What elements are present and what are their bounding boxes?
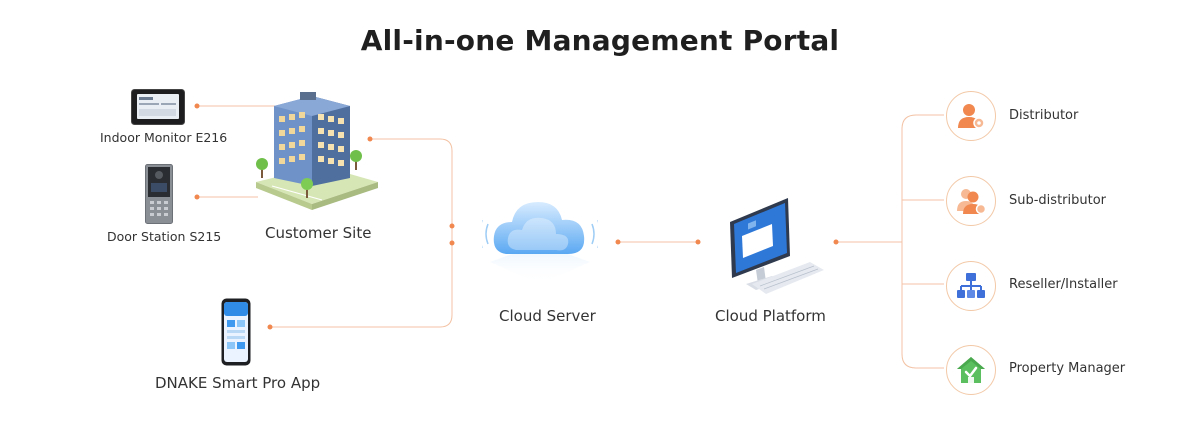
role-reseller-installer — [946, 261, 996, 311]
door-station-icon — [145, 164, 173, 224]
connector-dot — [267, 324, 273, 330]
cloud-icon — [479, 202, 601, 284]
indoor-monitor-icon — [131, 89, 185, 125]
indoor-monitor-device — [131, 89, 185, 125]
connector-dot — [615, 239, 621, 245]
cloud-platform-label: Cloud Platform — [715, 307, 826, 325]
role-distributor — [946, 91, 996, 141]
connector-dot — [194, 103, 200, 109]
connector-roles-bracket — [901, 114, 944, 369]
smart-app-label: DNAKE Smart Pro App — [155, 374, 321, 392]
page-title: All-in-one Management Portal — [360, 24, 840, 57]
door-station-label: Door Station S215 — [107, 229, 222, 244]
role-sub-distributor — [946, 176, 996, 226]
cloud-platform-computer — [712, 196, 824, 296]
phone-icon — [221, 298, 251, 366]
customer-site-building — [252, 86, 380, 216]
connector-site-app-bracket — [270, 138, 453, 328]
cloud-server — [479, 180, 601, 292]
connector-dot — [367, 136, 373, 142]
connector-dot — [449, 240, 455, 246]
role-property-manager — [946, 345, 996, 395]
connector-dot — [194, 194, 200, 200]
connector-dot — [449, 223, 455, 229]
connector-dot — [695, 239, 701, 245]
role-sub-distributor-label: Sub-distributor — [1009, 193, 1107, 208]
person-with-badge-icon — [958, 104, 985, 129]
role-distributor-label: Distributor — [1009, 108, 1079, 123]
two-persons-icon — [957, 189, 987, 215]
door-station-device — [145, 164, 173, 224]
customer-site-label: Customer Site — [265, 224, 372, 242]
smart-app-phone — [221, 298, 251, 366]
computer-icon — [730, 198, 824, 294]
role-property-manager-label: Property Manager — [1009, 361, 1126, 376]
hierarchy-icon — [957, 273, 985, 298]
cloud-server-label: Cloud Server — [499, 307, 596, 325]
connector-dot — [833, 239, 839, 245]
role-reseller-installer-label: Reseller/Installer — [1009, 277, 1118, 292]
building-icon — [256, 92, 378, 210]
house-icon — [957, 357, 985, 383]
indoor-monitor-label: Indoor Monitor E216 — [100, 130, 228, 145]
